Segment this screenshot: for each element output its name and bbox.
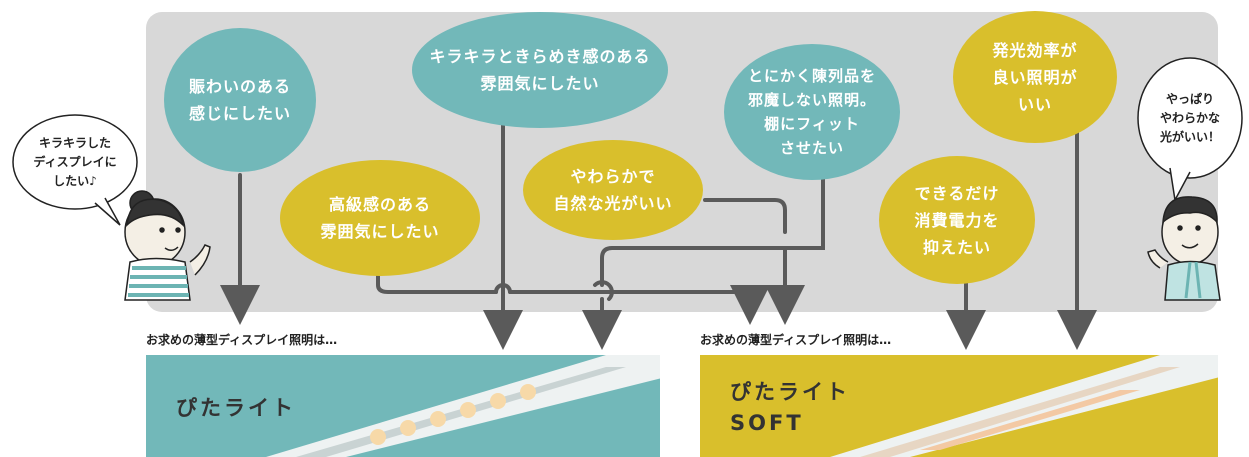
bubble-b7 — [879, 156, 1035, 284]
speech-right-text: やっぱり やわらかな 光がいい！ — [1159, 91, 1220, 144]
speech-bubble-right — [1137, 57, 1243, 179]
bubble-b5-text: 高級感のある 雰囲気にしたい — [320, 195, 440, 241]
bubble-b5 — [280, 160, 480, 276]
bubble-b3-text: とにかく陳列品を 邪魔しない照明。 棚にフィット させたい — [747, 67, 876, 157]
product-card-pitalight[interactable]: ぴたライト — [146, 355, 660, 457]
product-name-pitalight: ぴたライト — [176, 396, 296, 420]
bubble-b6 — [523, 140, 703, 240]
bubble-b2 — [412, 12, 668, 128]
connector-b6 — [703, 198, 785, 305]
light-fixture-image — [266, 355, 660, 457]
bubble-b3 — [724, 44, 900, 180]
product-name-pitalight-soft: ぴたライト SOFT — [730, 380, 850, 435]
speech-left-text: キラキラした ディスプレイに したい♪ — [33, 135, 117, 188]
connector-hop-2 — [593, 280, 614, 301]
connector-lines — [220, 103, 1097, 330]
connector-b3 — [602, 173, 825, 330]
connector-b5 — [376, 263, 750, 305]
bubble-b7-text: できるだけ 消費電力を 抑えたい — [914, 183, 1000, 257]
bubble-b1-text: 賑わいのある 感じにしたい — [188, 77, 291, 123]
bubble-shapes — [164, 11, 1117, 284]
bubble-b4 — [953, 11, 1117, 143]
caption-left: お求めの薄型ディスプレイ照明は… — [146, 333, 338, 347]
bubble-b4-text: 発光効率が 良い照明が いい — [992, 40, 1078, 114]
woman-character — [124, 190, 211, 301]
speech-tail-left — [94, 197, 121, 226]
product-card-pitalight-soft[interactable]: ぴたライト SOFT — [700, 355, 1218, 457]
speech-bubble-left — [12, 114, 138, 210]
light-fixture-soft-image — [830, 355, 1218, 457]
caption-right: お求めの薄型ディスプレイ照明は… — [700, 333, 892, 347]
bubble-b2-text: キラキラときらめき感のある 雰囲気にしたい — [429, 47, 651, 93]
bubble-b6-text: やわらかで 自然な光がいい — [553, 167, 673, 213]
connector-hop — [494, 283, 512, 294]
speech-tail-right — [1169, 167, 1191, 203]
man-character — [1147, 196, 1221, 301]
bubble-b1 — [164, 28, 316, 172]
